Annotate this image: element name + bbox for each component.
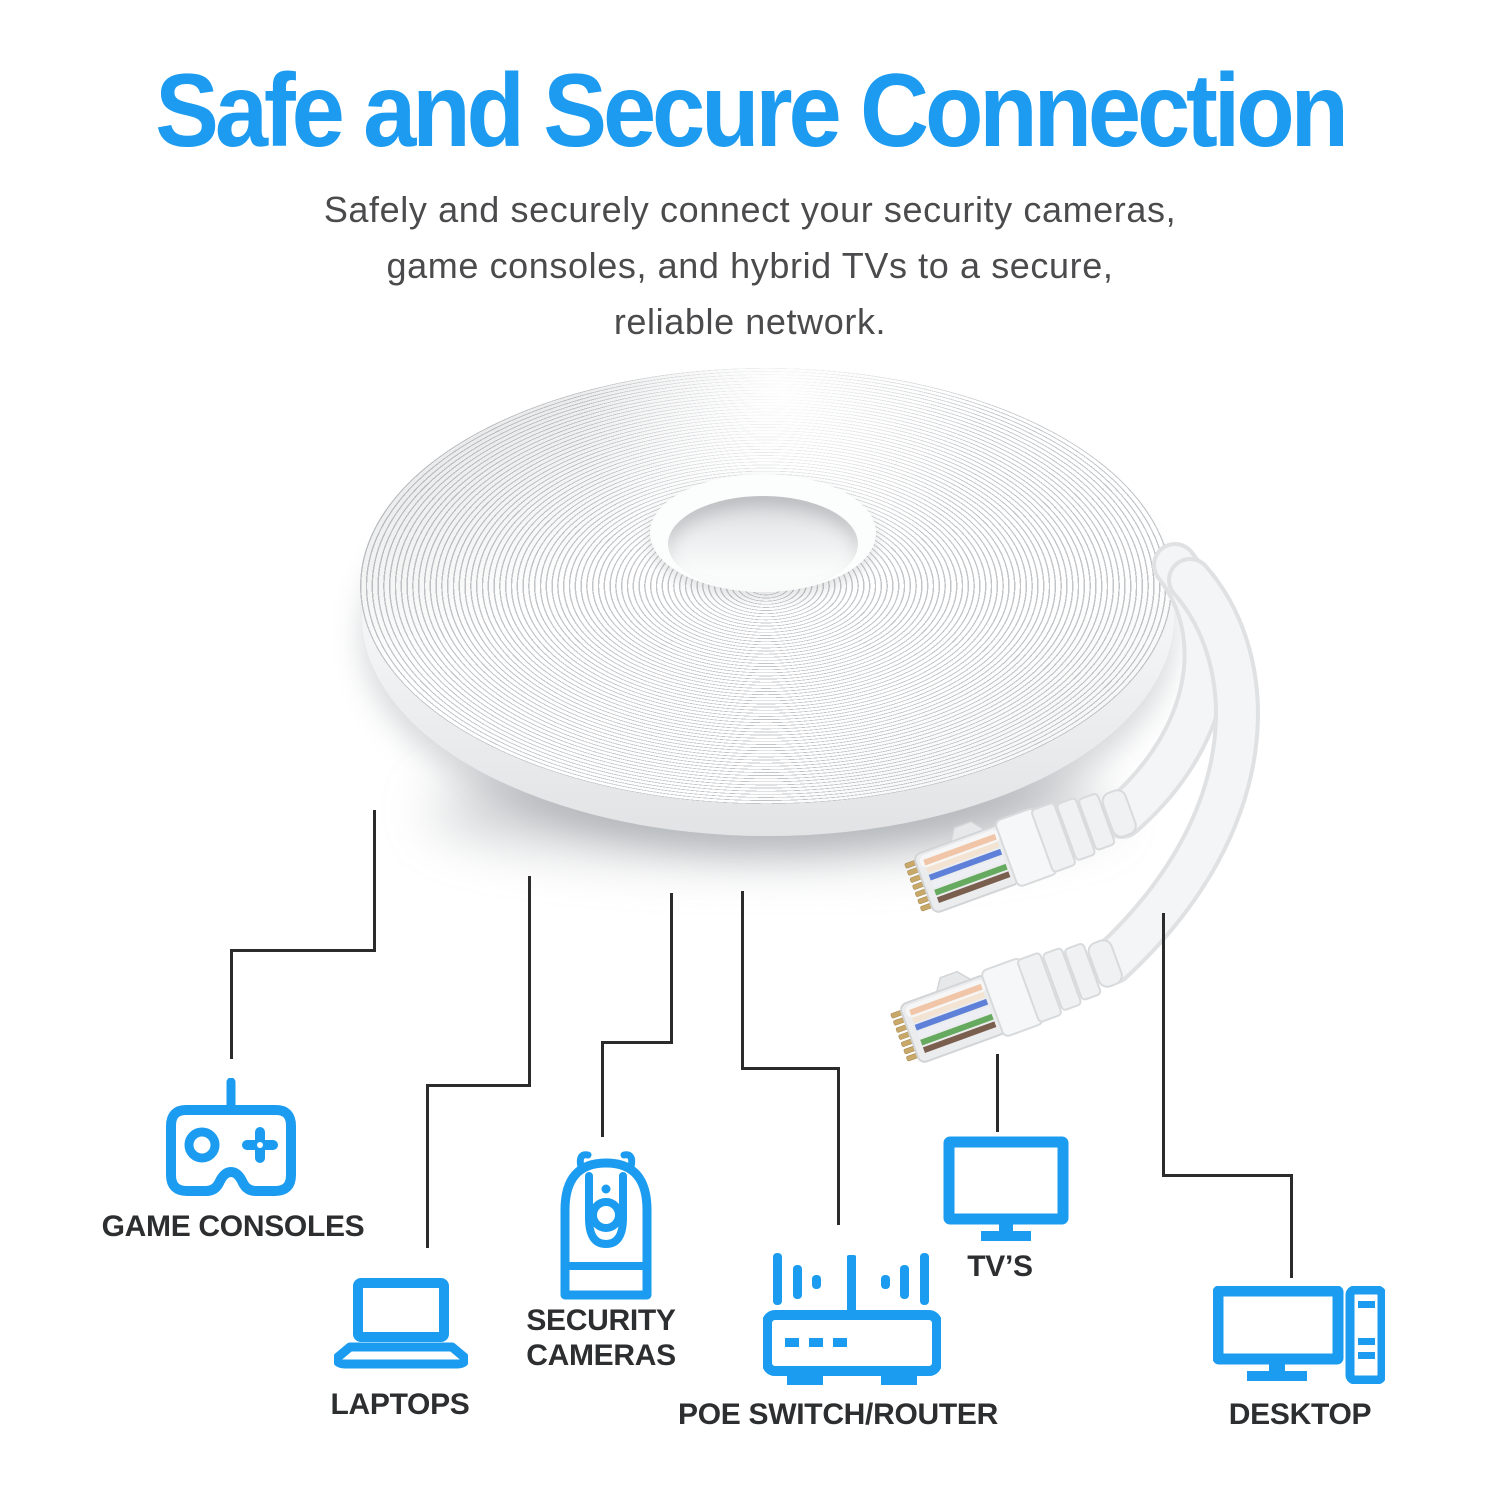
callout-laptops-seg2 bbox=[426, 1084, 531, 1087]
rj45-connector-lower bbox=[883, 917, 1130, 1073]
callout-security-cameras-seg2 bbox=[601, 1041, 673, 1044]
callout-laptops-seg1 bbox=[528, 876, 531, 1087]
label-desktop: DESKTOP bbox=[1228, 1398, 1372, 1431]
gamepad-icon bbox=[166, 1078, 296, 1196]
callout-laptops-seg3 bbox=[426, 1084, 429, 1248]
label-security-cameras: SECURITY CAMERAS bbox=[526, 1303, 676, 1373]
callout-security-cameras-seg1 bbox=[670, 893, 673, 1044]
label-security-cameras-line2: CAMERAS bbox=[526, 1339, 676, 1372]
callout-poe-switch-seg1 bbox=[741, 891, 744, 1070]
rj45-connectors bbox=[883, 542, 1260, 1073]
subtitle: Safely and securely connect your securit… bbox=[0, 182, 1500, 350]
callout-poe-switch-seg3 bbox=[837, 1067, 840, 1225]
label-poe-switch-router: POE SWITCH/ROUTER bbox=[678, 1398, 998, 1431]
tv-icon bbox=[943, 1136, 1069, 1241]
security-camera-icon bbox=[560, 1151, 652, 1300]
laptop-icon bbox=[334, 1278, 468, 1369]
subtitle-line-3: reliable network. bbox=[613, 301, 887, 342]
callout-desktop-seg1 bbox=[1162, 913, 1165, 1177]
router-icon bbox=[763, 1253, 941, 1385]
label-security-cameras-line1: SECURITY bbox=[526, 1304, 676, 1337]
label-laptops: LAPTOPS bbox=[330, 1388, 470, 1421]
label-tvs: TV’S bbox=[967, 1250, 1033, 1283]
label-game-consoles: GAME CONSOLES bbox=[101, 1210, 365, 1243]
callout-game-consoles-seg2 bbox=[230, 949, 376, 952]
page-title: Safe and Secure Connection bbox=[155, 53, 1349, 169]
callout-game-consoles-seg1 bbox=[373, 810, 376, 952]
callout-desktop-seg3 bbox=[1290, 1174, 1293, 1278]
callout-tvs-seg1 bbox=[996, 1054, 999, 1132]
callout-security-cameras-seg3 bbox=[601, 1041, 604, 1137]
rj45-connector-upper bbox=[897, 767, 1144, 923]
desktop-icon bbox=[1213, 1286, 1385, 1384]
callout-poe-switch-seg2 bbox=[741, 1067, 840, 1070]
callout-desktop-seg2 bbox=[1162, 1174, 1293, 1177]
subtitle-line-2: game consoles, and hybrid TVs to a secur… bbox=[386, 245, 1114, 286]
subtitle-line-1: Safely and securely connect your securit… bbox=[323, 189, 1177, 230]
coil-center-hole bbox=[668, 496, 858, 592]
callout-game-consoles-seg3 bbox=[230, 949, 233, 1059]
